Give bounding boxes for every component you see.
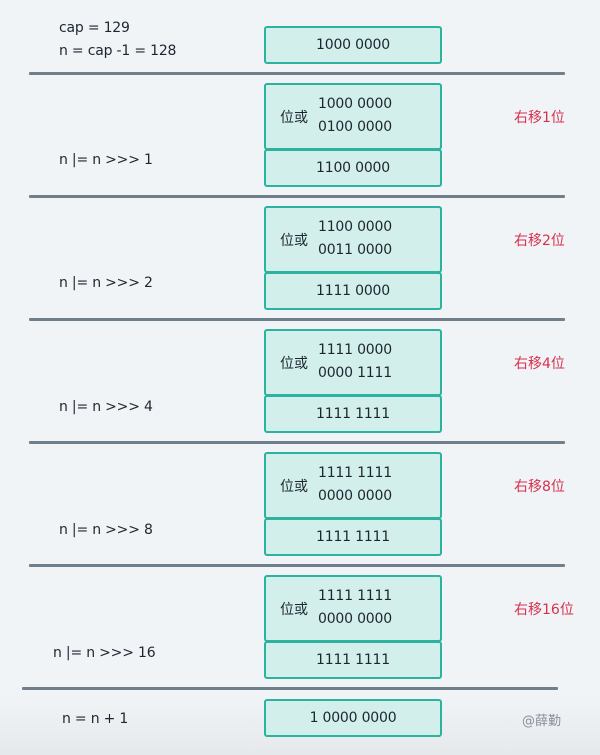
final-value-box: 1 0000 0000 bbox=[264, 699, 442, 737]
shift-label: 右移16位 bbox=[514, 602, 574, 618]
increment-expression: n = n + 1 bbox=[62, 711, 129, 727]
or-operation-box: 位或 1111 1111 0000 0000 bbox=[264, 575, 442, 642]
divider bbox=[29, 564, 565, 567]
author-signature: @薛勤 bbox=[522, 714, 562, 729]
operand-a: 1111 1111 bbox=[318, 465, 392, 481]
initial-value: 1000 0000 bbox=[316, 37, 390, 53]
operand-b: 0000 1111 bbox=[318, 365, 392, 381]
operand-a: 1111 1111 bbox=[318, 588, 392, 604]
operand-a: 1100 0000 bbox=[318, 219, 392, 235]
result-value: 1111 1111 bbox=[316, 529, 390, 545]
shift-label: 右移1位 bbox=[514, 110, 565, 126]
operand-a: 1000 0000 bbox=[318, 96, 392, 112]
or-label: 位或 bbox=[280, 602, 308, 618]
step-expression: n |= n >>> 4 bbox=[59, 399, 153, 415]
step-expression: n |= n >>> 16 bbox=[53, 645, 156, 661]
result-box: 1111 0000 bbox=[264, 272, 442, 310]
or-operation-box: 位或 1100 0000 0011 0000 bbox=[264, 206, 442, 273]
result-box: 1111 1111 bbox=[264, 641, 442, 679]
result-box: 1111 1111 bbox=[264, 518, 442, 556]
final-value: 1 0000 0000 bbox=[309, 710, 397, 726]
divider bbox=[29, 72, 565, 75]
result-value: 1111 1111 bbox=[316, 652, 390, 668]
or-label: 位或 bbox=[280, 356, 308, 372]
step-expression: n |= n >>> 8 bbox=[59, 522, 153, 538]
cap-label: cap = 129 bbox=[59, 20, 130, 36]
or-label: 位或 bbox=[280, 479, 308, 495]
result-value: 1100 0000 bbox=[316, 160, 390, 176]
operand-b: 0000 0000 bbox=[318, 611, 392, 627]
n-initial-label: n = cap -1 = 128 bbox=[59, 43, 177, 59]
result-box: 1111 1111 bbox=[264, 395, 442, 433]
step-expression: n |= n >>> 2 bbox=[59, 275, 153, 291]
or-operation-box: 位或 1111 0000 0000 1111 bbox=[264, 329, 442, 396]
shift-label: 右移4位 bbox=[514, 356, 565, 372]
shift-label: 右移2位 bbox=[514, 233, 565, 249]
result-box: 1100 0000 bbox=[264, 149, 442, 187]
operand-a: 1111 0000 bbox=[318, 342, 392, 358]
divider bbox=[22, 687, 558, 690]
divider bbox=[29, 195, 565, 198]
step-expression: n |= n >>> 1 bbox=[59, 152, 153, 168]
or-operation-box: 位或 1111 1111 0000 0000 bbox=[264, 452, 442, 519]
result-value: 1111 1111 bbox=[316, 406, 390, 422]
or-label: 位或 bbox=[280, 233, 308, 249]
operand-b: 0000 0000 bbox=[318, 488, 392, 504]
divider bbox=[29, 441, 565, 444]
or-operation-box: 位或 1000 0000 0100 0000 bbox=[264, 83, 442, 150]
initial-value-box: 1000 0000 bbox=[264, 26, 442, 64]
operand-b: 0011 0000 bbox=[318, 242, 392, 258]
shift-label: 右移8位 bbox=[514, 479, 565, 495]
operand-b: 0100 0000 bbox=[318, 119, 392, 135]
or-label: 位或 bbox=[280, 110, 308, 126]
result-value: 1111 0000 bbox=[316, 283, 390, 299]
divider bbox=[29, 318, 565, 321]
